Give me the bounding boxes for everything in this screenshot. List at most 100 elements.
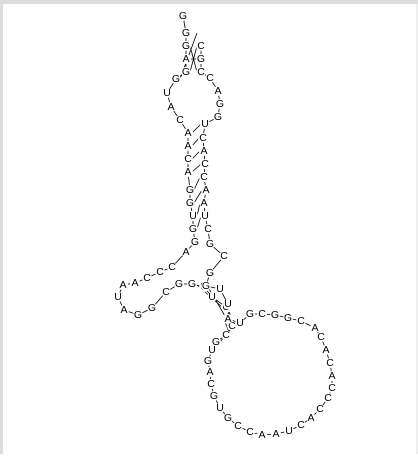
- nucleotide-bg-62: [283, 313, 293, 323]
- nucleotide-bg-47: [245, 427, 255, 437]
- nucleotide-24: A: [119, 279, 126, 291]
- nucleotide-64: C: [258, 308, 266, 320]
- nucleotide-bg-14: [185, 185, 195, 195]
- nucleotide-bg-79: [200, 159, 210, 169]
- base-pair-6: [191, 137, 200, 147]
- nucleotide-69: U: [216, 283, 224, 295]
- nucleotide-66: U: [236, 317, 244, 329]
- nucleotide-62: G: [284, 312, 292, 324]
- nucleotide-bg-56: [327, 371, 337, 381]
- nucleotide-bg-27: [133, 310, 143, 320]
- nucleotide-bg-80: [199, 146, 209, 156]
- nucleotide-80: A: [200, 145, 207, 157]
- nucleotide-61: C: [297, 315, 305, 327]
- left-border: [0, 4, 3, 454]
- nucleotide-83: G: [214, 111, 222, 123]
- backbone-links: [117, 15, 333, 436]
- nucleotide-68: U: [224, 298, 232, 310]
- nucleotide-bg-40: [203, 356, 213, 366]
- nucleotide-bg-4: [181, 54, 191, 64]
- nucleotide-bg-85: [213, 86, 223, 96]
- nucleotide-bg-2: [181, 28, 191, 38]
- nucleotide-bg-9: [175, 115, 185, 125]
- nucleotide-40: G: [204, 355, 212, 367]
- nucleotide-bg-84: [215, 99, 225, 109]
- base-pair-3: [189, 45, 198, 73]
- nucleotide-bg-23: [130, 278, 140, 288]
- nucleotide-bg-28: [147, 303, 157, 313]
- nucleotide-56: A: [328, 370, 335, 382]
- nucleotide-17: G: [189, 223, 197, 235]
- nucleotide-bg-89: [196, 41, 206, 51]
- nucleotide-57: C: [326, 357, 334, 369]
- nucleotide-75: U: [201, 210, 209, 222]
- nucleotide-73: G: [206, 238, 214, 250]
- nucleotide-87: C: [197, 66, 205, 78]
- nucleotide-bg-63: [270, 310, 280, 320]
- nucleotide-53: C: [316, 403, 324, 415]
- nucleotide-bg-49: [271, 429, 281, 439]
- nucleotide-bg-20: [167, 262, 177, 272]
- nucleotide-bg-74: [203, 224, 213, 234]
- nucleotide-16: U: [189, 210, 197, 222]
- nucleotide-bg-24: [118, 280, 128, 290]
- nucleotide-39: U: [208, 344, 216, 356]
- nucleotide-bg-13: [183, 167, 193, 177]
- nucleotide-14: G: [186, 184, 194, 196]
- right-border: [416, 4, 418, 454]
- nucleotide-bg-72: [219, 251, 229, 261]
- nucleotide-labels: GGGAGGUACAACAGGUGGACCCAAUAGGCGGUUUACCGUG…: [113, 10, 337, 441]
- nucleotide-63: G: [271, 309, 279, 321]
- nucleotide-81: C: [199, 132, 207, 144]
- nucleotide-bg-5: [181, 67, 191, 77]
- nucleotide-12: C: [184, 153, 192, 165]
- nucleotide-43: G: [210, 390, 218, 402]
- nucleotide-23: A: [131, 277, 138, 289]
- nucleotide-bg-66: [235, 318, 245, 328]
- nucleotide-bg-37: [221, 330, 231, 340]
- nucleotide-51: C: [297, 419, 305, 431]
- nucleotide-bg-81: [198, 133, 208, 143]
- nucleotide-15: G: [186, 197, 194, 209]
- nucleotide-bg-44: [215, 403, 225, 413]
- nucleotide-5: G: [182, 66, 190, 78]
- nucleotide-72: C: [220, 250, 228, 262]
- nucleotide-bg-31: [187, 279, 197, 289]
- nucleotide-bg-78: [199, 172, 209, 182]
- nucleotide-bg-55: [327, 383, 337, 393]
- nucleotide-4: A: [182, 53, 189, 65]
- base-pair-9: [193, 176, 201, 191]
- nucleotide-26: A: [120, 304, 127, 316]
- nucleotide-bg-83: [213, 112, 223, 122]
- backbone-path: [117, 15, 333, 436]
- nucleotide-31: G: [188, 278, 196, 290]
- nucleotide-88: G: [197, 53, 205, 65]
- nucleotide-bg-76: [199, 198, 209, 208]
- nucleotide-38: G: [212, 336, 220, 348]
- nucleotide-79: C: [201, 158, 209, 170]
- nucleotide-3: G: [182, 40, 190, 52]
- nucleotide-22: C: [143, 272, 151, 284]
- nucleotide-bg-53: [315, 404, 325, 414]
- base-pair-5: [191, 123, 202, 134]
- nucleotide-18: G: [191, 236, 199, 248]
- nucleotide-bg-8: [166, 102, 176, 112]
- nucleotide-48: A: [258, 429, 265, 441]
- nucleotide-10: A: [184, 127, 191, 139]
- nucleotide-65: G: [246, 308, 254, 320]
- nucleotide-19: A: [182, 246, 189, 258]
- nucleotide-76: A: [200, 197, 207, 209]
- nucleotide-13: A: [184, 166, 191, 178]
- nucleotide-41: A: [206, 366, 213, 378]
- nucleotide-bg-33: [207, 292, 217, 302]
- nucleotide-82: U: [201, 118, 209, 130]
- nucleotide-bg-60: [310, 323, 320, 333]
- nucleotide-bg-58: [321, 345, 331, 355]
- nucleotide-bg-11: [183, 141, 193, 151]
- nucleotide-33: U: [208, 291, 216, 303]
- nucleotide-bg-18: [190, 237, 200, 247]
- base-pair-7: [191, 150, 201, 160]
- nucleotide-bg-75: [200, 211, 210, 221]
- nucleotide-9: C: [176, 114, 184, 126]
